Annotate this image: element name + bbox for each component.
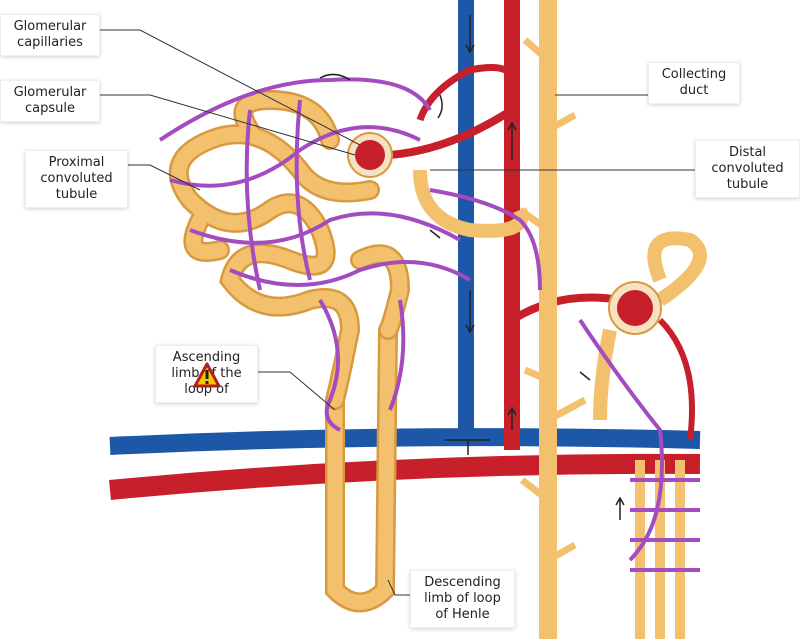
- label-proximal-tubule: Proximal convoluted tubule: [25, 150, 128, 208]
- label-descending-limb: Descending limb of loop of Henle: [410, 570, 515, 628]
- glomerulus-2: [617, 290, 653, 326]
- efferent-arteriole: [416, 64, 517, 122]
- label-glomerular-capillaries: Glomerular capillaries: [0, 14, 100, 56]
- label-collecting-duct: Collecting duct: [648, 62, 740, 104]
- afferent-arteriole: [389, 106, 515, 159]
- glomerulus-1: [355, 140, 385, 170]
- vein-horizontal: [109, 428, 701, 455]
- label-distal-tubule: Distal convoluted tubule: [695, 140, 800, 198]
- artery-horizontal: [109, 453, 701, 500]
- label-glomerular-capsule: Glomerular capsule: [0, 80, 100, 122]
- warning-triangle-icon: [193, 362, 221, 388]
